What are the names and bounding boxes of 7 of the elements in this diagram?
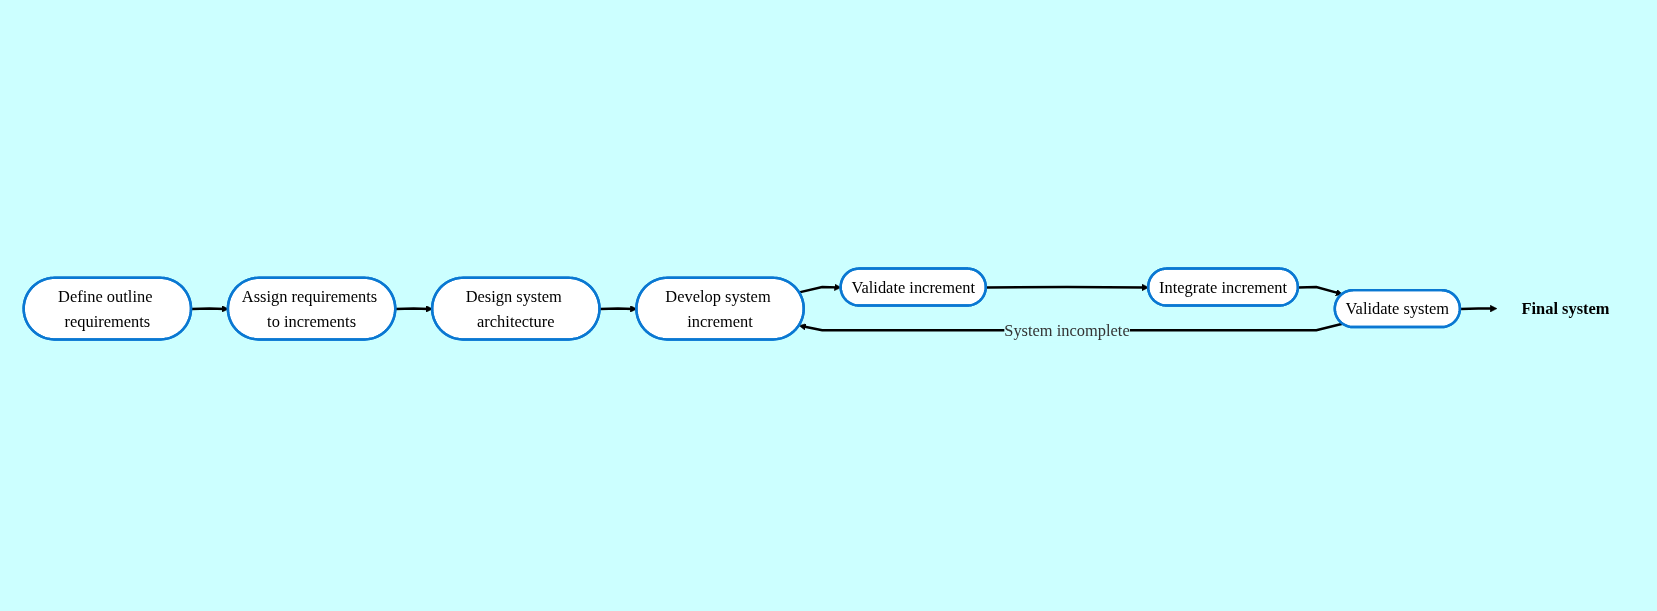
arrow: [1297, 285, 1343, 296]
arrow: [798, 283, 841, 294]
arrow: [599, 305, 637, 313]
edge-label: System incomplete: [1003, 321, 1130, 340]
arrow: [1459, 304, 1497, 313]
arrow: [985, 283, 1149, 291]
node-text: Final system: [1521, 299, 1610, 318]
